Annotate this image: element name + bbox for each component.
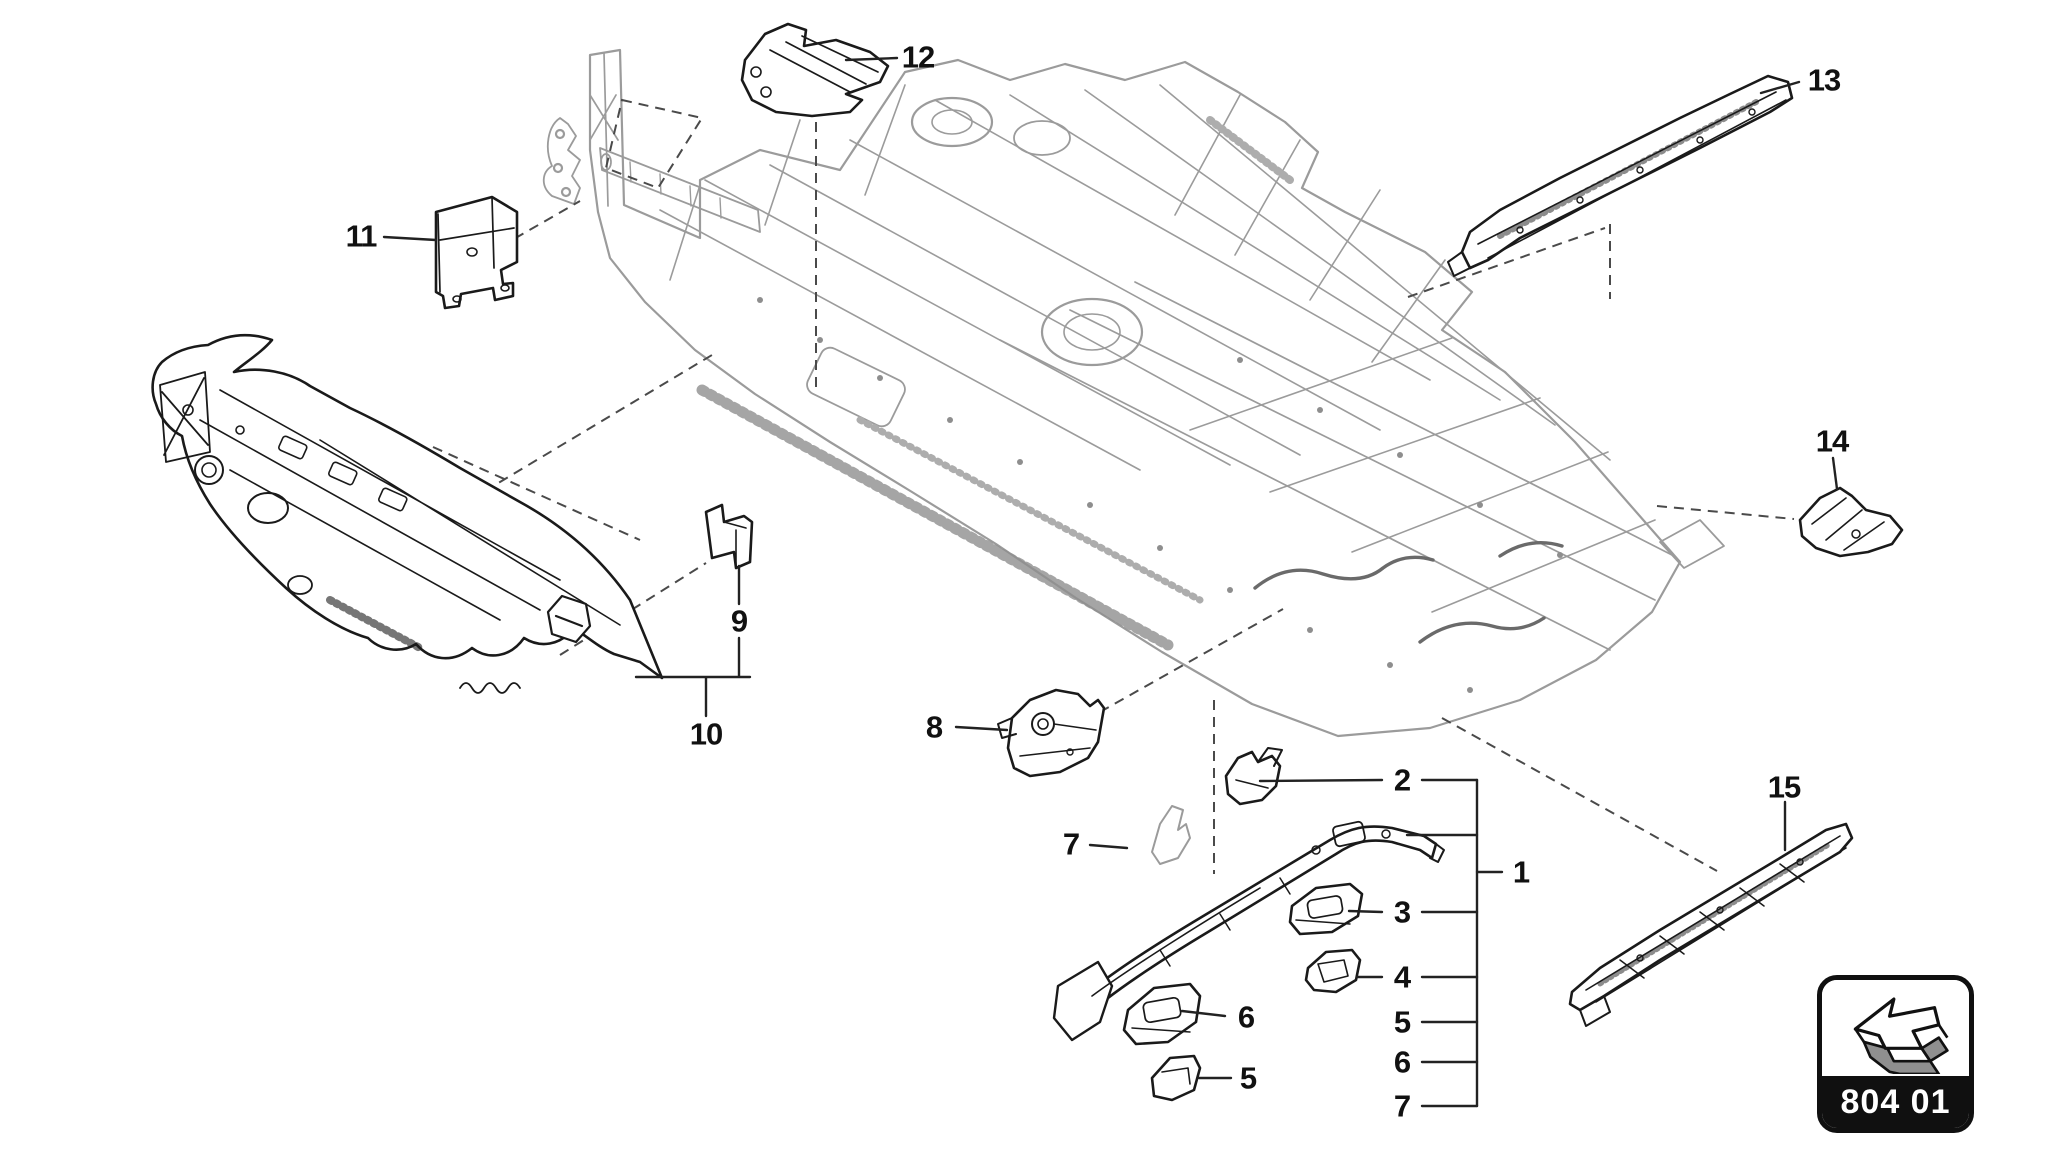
badge-code: 804 01 [1822,1076,1969,1128]
badge-arrow-area [1822,980,1969,1076]
part-4-drawing [1304,948,1362,994]
part-13-drawing [1447,74,1794,277]
part-7-drawing [1151,805,1191,865]
leader-lines [382,56,1839,1108]
chassis-drawing [542,48,1725,865]
part-8-drawing [997,688,1106,778]
part-10-drawing [151,333,664,694]
callout-14: 14 [1815,423,1849,459]
part-3-drawing [1288,882,1364,936]
callout-6-right: 6 [1393,1044,1411,1080]
callout-10: 10 [689,716,723,752]
part-15-drawing [1568,822,1854,1027]
part-2-drawing [1224,747,1283,806]
callout-1: 1 [1512,854,1530,890]
callout-7-right: 7 [1393,1088,1411,1124]
direction-arrow-icon [1853,997,1949,1074]
callout-4: 4 [1393,959,1411,995]
callout-13: 13 [1807,62,1841,98]
callout-3: 3 [1393,894,1411,930]
callout-5-right: 5 [1393,1004,1411,1040]
callout-15: 15 [1767,769,1801,805]
page-code-badge: 804 01 [1817,975,1974,1133]
part-12-drawing [740,22,890,118]
callout-5-left: 5 [1239,1060,1257,1096]
part-6-drawing [1122,982,1202,1046]
callout-12: 12 [901,39,935,75]
callout-9: 9 [730,603,748,639]
part-1-drawing [1052,820,1445,1042]
callout-7-left: 7 [1062,826,1080,862]
part-14-drawing [1798,486,1904,558]
construction-dashed-lines [432,98,1795,874]
part-5-drawing [1150,1054,1202,1102]
part-9-drawing [704,503,754,570]
callout-2: 2 [1393,762,1411,798]
part-11-drawing [434,195,519,310]
callout-8: 8 [925,709,943,745]
callout-6-left: 6 [1237,999,1255,1035]
callout-11: 11 [345,218,378,254]
